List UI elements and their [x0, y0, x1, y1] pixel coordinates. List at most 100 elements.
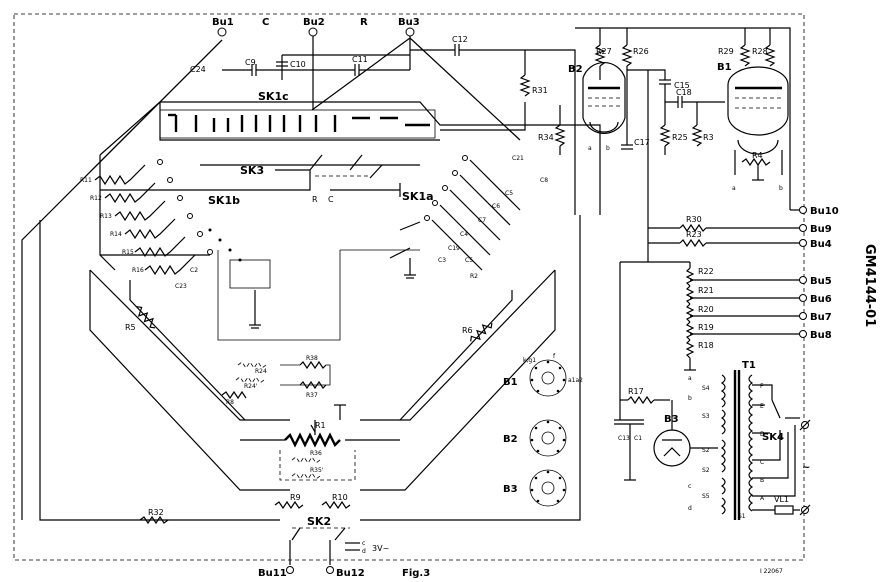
label-tap-a: a [688, 375, 692, 382]
diagonal-resistors: R5 R6 [125, 306, 493, 342]
label-c14: C13 [618, 435, 630, 442]
label-r12: R12 [90, 195, 102, 202]
socket-label-bu9: Bu9 [810, 224, 832, 235]
socket-bu1[interactable] [217, 27, 227, 37]
label-c4: C5 [465, 257, 473, 264]
label-r24: R24 [255, 368, 267, 375]
label-c16: C17 [634, 138, 650, 147]
label-tap-a-right: A [760, 495, 765, 502]
label-r19: R19 [698, 323, 714, 332]
label-tap-c-right: C [760, 459, 764, 466]
label-c19: C19 [448, 245, 460, 252]
socket-bu4[interactable] [799, 239, 807, 247]
pin-label-kg1: k,g1 [523, 357, 536, 364]
socket-bu8[interactable] [799, 330, 807, 338]
label-sk3: SK3 [240, 164, 264, 177]
socket-bu5[interactable] [799, 276, 807, 284]
label-vl1: VL1 [774, 495, 789, 504]
pin-diagram-label-b2: B2 [503, 434, 518, 445]
side-code: GM4144-01 [862, 244, 877, 327]
label-s2b: S2 [702, 467, 710, 474]
switch-network-diamond [21, 37, 601, 521]
label-r31: R31 [532, 86, 548, 95]
label-r25: R25 [672, 133, 688, 142]
socket-bu10[interactable] [799, 206, 807, 214]
socket-bu2[interactable] [308, 27, 318, 37]
label-sk2: SK2 [307, 515, 331, 528]
label-c3: C4 [460, 231, 468, 238]
label-s5: S5 [702, 493, 710, 500]
switch-sk1a: SK1a C21 C8 C5 C6 C7 C4 C19 C5 R2 C3 [389, 155, 548, 280]
label-r35: R35' [310, 467, 324, 474]
label-c8: C8 [540, 177, 548, 184]
socket-bu11[interactable] [286, 566, 294, 574]
top-sockets: Bu1 Bu2 Bu3 C R [212, 17, 420, 110]
label-r26: R26 [633, 47, 649, 56]
drawing-number: I 22067 [760, 568, 783, 575]
label-b1: B1 [717, 62, 732, 73]
label-c12: C12 [452, 35, 468, 44]
label-tap-b-right: B [760, 477, 764, 484]
socket-label-bu6: Bu6 [810, 294, 832, 305]
label-s2a: S2 [702, 447, 710, 454]
label-c21: C21 [512, 155, 524, 162]
label-r10: R10 [332, 493, 348, 502]
label-c23: C2 [190, 267, 198, 274]
label-ac: ~ [802, 462, 810, 473]
socket-bu6[interactable] [799, 294, 807, 302]
label-sk1b: SK1b [208, 194, 240, 207]
label-r34: R34 [538, 133, 554, 142]
socket-label-bu1: Bu1 [212, 17, 234, 28]
label-b2: B2 [568, 64, 583, 75]
label-b2-pin-a: a [588, 145, 592, 152]
label-s3: S3 [702, 413, 710, 420]
label-r21: R21 [698, 286, 714, 295]
tube-pin-diagrams: B1 B2 B3 k,g1 f a1a2 [503, 353, 583, 507]
label-c15: C15 [674, 81, 690, 90]
label-tap-b: b [688, 395, 692, 402]
label-sk1c: SK1c [258, 90, 289, 103]
label-r22: R22 [698, 267, 714, 276]
top-letter-r: R [360, 17, 368, 28]
socket-label-bu5: Bu5 [810, 276, 832, 287]
power-supply: R17 C13 C1 B3 T1 S4 S3 S2 S2 S5 S1 a b c… [614, 262, 811, 520]
label-sk2-c: c [362, 540, 365, 547]
label-3v-supply: 3V~ [372, 544, 389, 553]
label-s4: S4 [702, 385, 710, 392]
tube-b2: B2 R27 R26 R34 C17 a b [538, 27, 791, 210]
chassis-outline [13, 13, 805, 561]
socket-bu9[interactable] [799, 224, 807, 232]
label-b2-pin-b: b [606, 145, 610, 152]
label-c5: C5 [505, 190, 513, 197]
label-sk1a: SK1a [402, 190, 434, 203]
label-c1: C23 [175, 283, 187, 290]
label-r2: R2 [470, 273, 478, 280]
label-r32: R32 [148, 508, 164, 517]
label-r17: R17 [628, 387, 644, 396]
pin-diagram-label-b3: B3 [503, 484, 518, 495]
balance-resistors: R38 R37 R24 R24' R8 [221, 355, 346, 420]
label-sk2-d: d [362, 548, 366, 555]
socket-bu3[interactable] [405, 27, 415, 37]
label-r11: R11 [80, 177, 92, 184]
socket-bu12[interactable] [326, 566, 334, 574]
top-letter-c: C [262, 17, 269, 28]
label-c17: C18 [676, 88, 692, 97]
label-r14: R14 [110, 231, 122, 238]
socket-label-bu2: Bu2 [303, 17, 325, 28]
label-r13: R13 [100, 213, 112, 220]
label-r36: R36 [310, 450, 322, 457]
top-capacitor-bank: C9 C10 C11 C12 C24 R31 [190, 35, 576, 215]
label-c24: C24 [190, 65, 206, 74]
label-r15: R15 [122, 249, 134, 256]
socket-label-bu12: Bu12 [336, 568, 365, 579]
label-r1: R1 [315, 421, 326, 430]
label-r6: R6 [462, 326, 473, 335]
socket-bu7[interactable] [799, 312, 807, 320]
socket-label-bu4: Bu4 [810, 239, 832, 250]
coupling-network: C15 C18 R25 R3 [627, 69, 725, 262]
figure-caption: Fig.3 [402, 568, 430, 579]
label-c10: C10 [290, 60, 306, 69]
label-b3: B3 [664, 414, 679, 425]
